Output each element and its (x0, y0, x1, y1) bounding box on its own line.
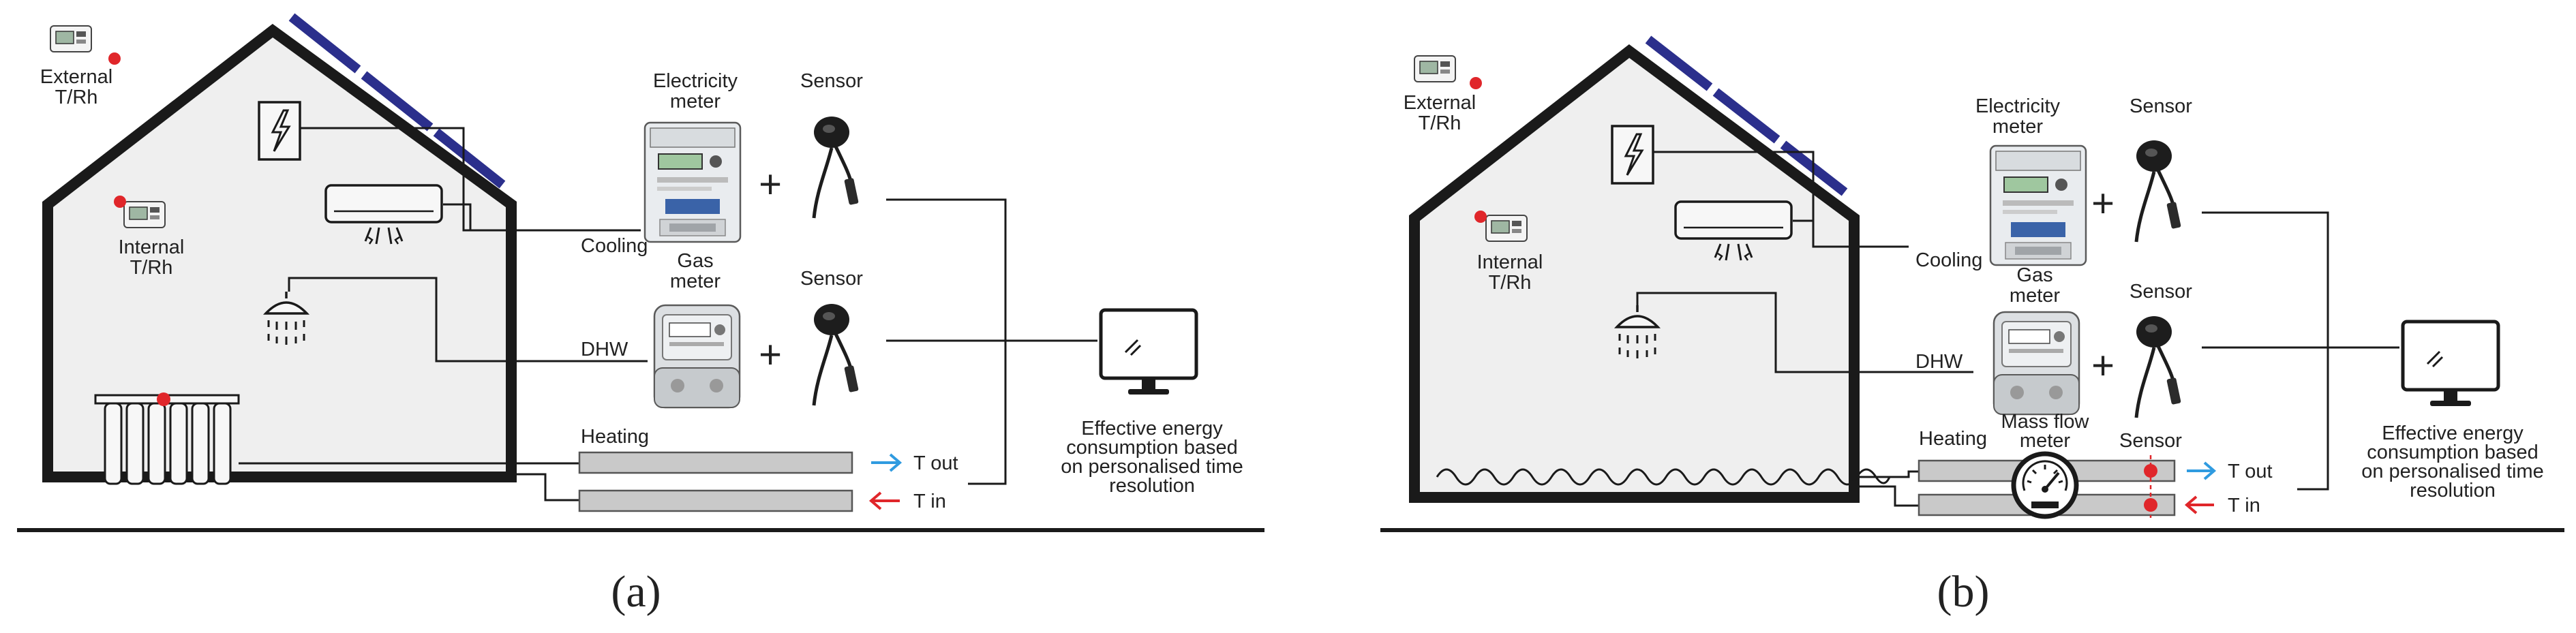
sensor-top-label: Sensor (800, 70, 863, 92)
external-label-1: External (40, 66, 112, 88)
heating-label: Heating (1919, 428, 1987, 450)
cooling-label: Cooling (1915, 249, 1982, 271)
solar-panel-icon (288, 13, 506, 189)
tout-label: T out (913, 452, 958, 474)
electricity-meter-label-2: meter (1992, 116, 2043, 138)
underfloor-heating-coil (1436, 468, 1891, 486)
electricity-meter-icon (1989, 144, 2087, 266)
effective-label-2: consumption based (2367, 442, 2539, 463)
dhw-label: DHW (581, 339, 628, 360)
mass-flow-meter-icon (2014, 454, 2076, 516)
pipe-out (578, 451, 853, 474)
sensor-mid-label: Sensor (2130, 281, 2192, 303)
external-label-2: T/Rh (55, 87, 98, 108)
house-outline (42, 23, 517, 482)
tout-arrow-icon (871, 453, 903, 472)
external-sensor-icon (50, 25, 121, 65)
tin-label: T in (913, 491, 946, 512)
effective-label-3: on personalised time (2361, 461, 2544, 482)
panel-b: External T/Rh Internal T/Rh Cooling DHW … (1380, 35, 2564, 617)
electrical-panel-icon (1611, 125, 1654, 185)
internal-sensor-icon (114, 196, 166, 228)
internal-sensor-icon (1474, 211, 1528, 242)
effective-label-1: Effective energy (1081, 418, 1223, 439)
panel-caption: (a) (611, 567, 661, 617)
effective-label-4: resolution (2410, 480, 2496, 501)
external-sensor-icon (1414, 55, 1482, 89)
internal-label-1: Internal (1477, 251, 1543, 273)
tin-label: T in (2228, 495, 2260, 516)
sensor-mid-label: Sensor (800, 268, 863, 290)
gas-meter-label-1: Gas (677, 250, 713, 272)
panel-a: External T/Rh Internal T/Rh Cooling DHW … (17, 13, 1264, 617)
external-label-1: External (1404, 92, 1476, 114)
pipe-sensor-dot-in (2144, 498, 2157, 512)
tout-arrow-icon (2187, 461, 2217, 480)
sensor-pipe-label: Sensor (2119, 430, 2182, 452)
electricity-sensor-icon (814, 117, 859, 218)
external-label-2: T/Rh (1419, 112, 1461, 134)
sensor-top-label: Sensor (2130, 95, 2192, 117)
gas-meter-label-2: meter (670, 271, 721, 292)
monitor-icon (2403, 322, 2498, 406)
internal-label-1: Internal (119, 236, 185, 258)
dhw-label: DHW (1915, 351, 1963, 373)
electrical-panel-icon (258, 101, 301, 161)
monitor-icon (1101, 310, 1196, 395)
gas-sensor-icon (814, 304, 859, 405)
panel-caption: (b) (1937, 567, 1990, 617)
tin-arrow-icon (868, 491, 900, 510)
house-outline (1409, 44, 1860, 503)
radiator-sensor-dot (157, 392, 170, 406)
pipe-sensor-dot-out (2144, 464, 2157, 478)
effective-label-4: resolution (1109, 475, 1195, 497)
gas-meter-icon (1992, 311, 2080, 416)
electricity-meter-label-1: Electricity (1975, 95, 2061, 117)
electricity-meter-icon (643, 121, 742, 243)
pipe-in (578, 489, 853, 512)
effective-label-1: Effective energy (2382, 422, 2524, 444)
internal-label-2: T/Rh (1489, 272, 1532, 294)
plus-sign-top: + (2091, 181, 2115, 226)
effective-label-2: consumption based (1066, 437, 1238, 459)
gas-meter-label-2: meter (2010, 285, 2060, 307)
electricity-meter-label-1: Electricity (653, 70, 738, 92)
gas-meter-label-1: Gas (2016, 264, 2052, 286)
plus-sign-mid: + (759, 333, 782, 377)
effective-label-3: on personalised time (1061, 456, 1243, 478)
cooling-label: Cooling (581, 235, 648, 257)
heating-label: Heating (581, 426, 649, 448)
tout-label: T out (2228, 461, 2273, 482)
gas-sensor-icon (2136, 316, 2181, 418)
internal-label-2: T/Rh (130, 257, 173, 279)
mass-flow-label-2: meter (2020, 430, 2070, 452)
tin-arrow-icon (2184, 495, 2214, 514)
plus-sign-mid: + (2091, 343, 2115, 388)
electricity-sensor-icon (2136, 140, 2181, 242)
gas-meter-icon (653, 304, 741, 409)
plus-sign-top: + (759, 162, 782, 206)
mass-flow-label-1: Mass flow (2001, 411, 2090, 433)
electricity-meter-label-2: meter (670, 91, 721, 112)
